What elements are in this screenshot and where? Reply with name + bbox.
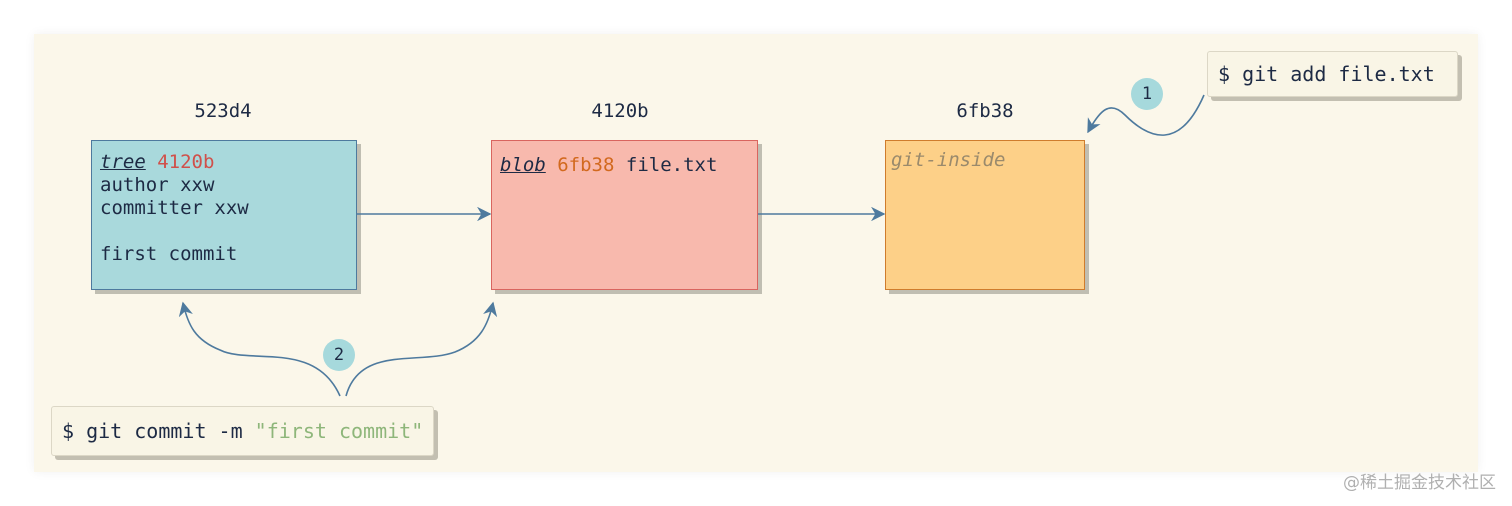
git-commit-message: "first commit" bbox=[254, 419, 424, 443]
git-commit-command: $ git commit -m "first commit" bbox=[51, 406, 434, 456]
watermark: @稀土掘金技术社区 bbox=[1343, 473, 1496, 493]
tree-keyword: tree bbox=[100, 151, 146, 173]
git-add-text: $ git add file.txt bbox=[1218, 62, 1435, 86]
commit-committer: committer xxw bbox=[100, 197, 249, 219]
tree-entry-filename: file.txt bbox=[625, 154, 718, 176]
git-add-command: $ git add file.txt bbox=[1207, 51, 1458, 97]
commit-cmd-to-tree-arrow bbox=[345, 301, 498, 397]
blob-hash-label: 6fb38 bbox=[956, 100, 1014, 122]
commit-message: first commit bbox=[100, 243, 238, 265]
tree-hash-label: 4120b bbox=[591, 100, 649, 122]
git-commit-prefix: $ git commit -m bbox=[62, 419, 255, 443]
commit-object: tree 4120b author xxw committer xxw firs… bbox=[91, 140, 357, 290]
blob-content: git-inside bbox=[891, 149, 1006, 171]
blob-object: git-inside bbox=[885, 140, 1085, 290]
commit-tree-line: tree 4120b bbox=[100, 151, 348, 174]
commit-cmd-to-commit-arrow bbox=[178, 301, 341, 397]
commit-author: author xxw bbox=[100, 174, 215, 196]
tree-entry: blob 6fb38 file.txt bbox=[500, 154, 749, 177]
step-badge-1: 1 bbox=[1131, 78, 1163, 110]
tree-object: blob 6fb38 file.txt bbox=[491, 140, 758, 290]
step-badge-2: 2 bbox=[323, 339, 355, 371]
blob-keyword: blob bbox=[500, 154, 546, 176]
add-to-blob-arrow bbox=[1087, 94, 1205, 136]
commit-hash-label: 523d4 bbox=[194, 100, 252, 122]
tree-entry-hash: 6fb38 bbox=[557, 154, 615, 176]
commit-tree-hash: 4120b bbox=[157, 151, 215, 173]
